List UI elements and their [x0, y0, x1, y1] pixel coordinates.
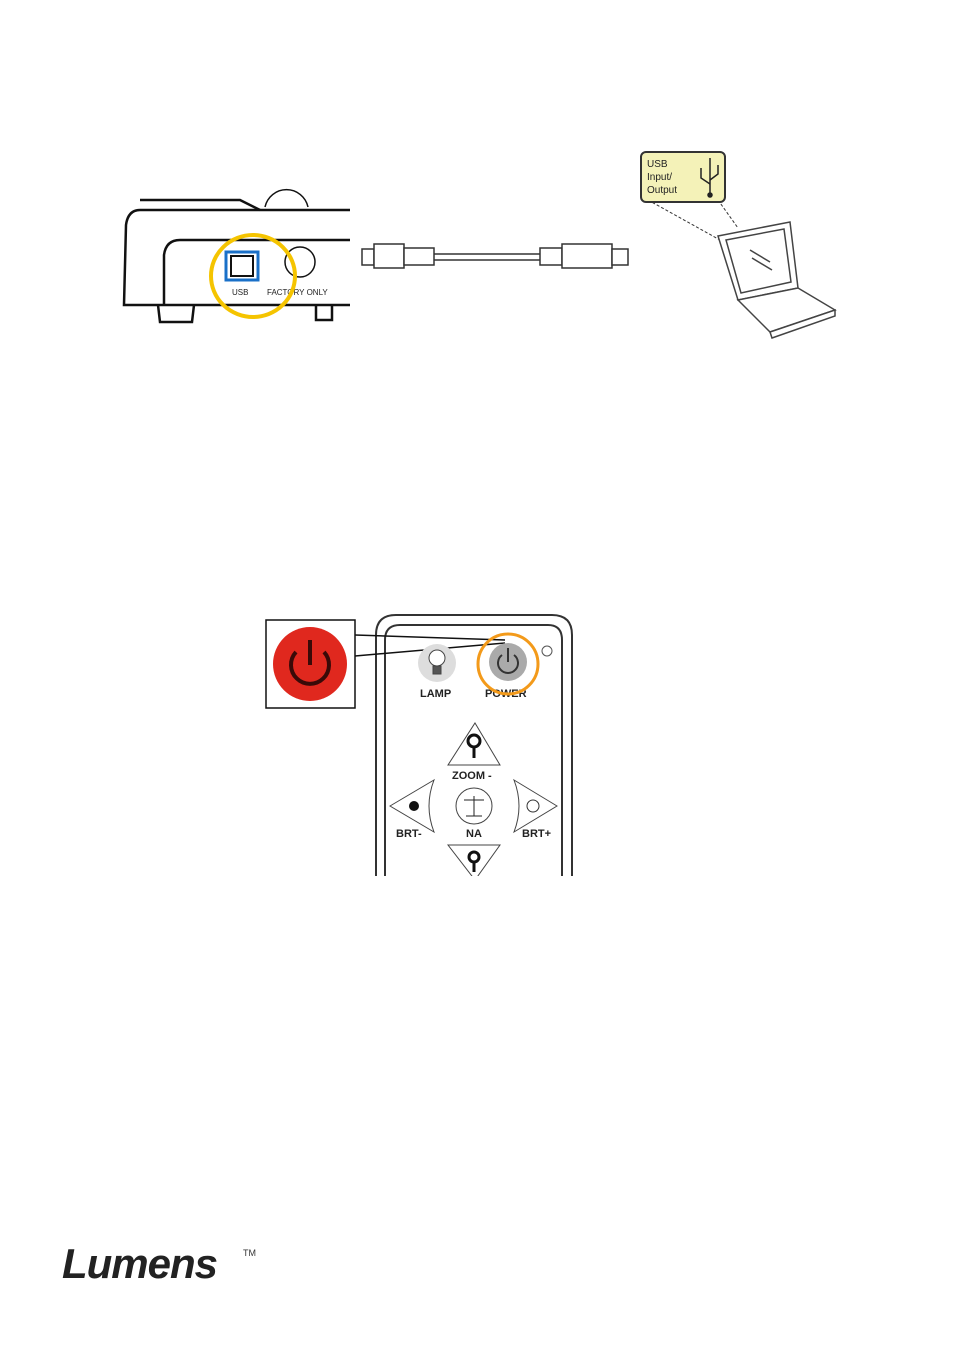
sun-dim-icon: [409, 801, 419, 811]
brt-minus-label: BRT-: [396, 828, 422, 840]
callout-output-text: Output: [647, 185, 677, 196]
brt-plus-label: BRT+: [522, 828, 551, 840]
brt-minus-button[interactable]: [389, 778, 435, 834]
usb-highlight-circle: [209, 233, 297, 319]
power-button[interactable]: [489, 643, 527, 681]
brt-plus-button[interactable]: [513, 778, 558, 834]
na-label: NA: [466, 828, 482, 840]
na-button[interactable]: [455, 787, 493, 825]
callout-input-text: Input/: [647, 172, 672, 183]
usb-cable-icon: [361, 243, 629, 269]
power-icon-enlarged: [273, 627, 347, 701]
remote-body: [375, 614, 573, 880]
balance-icon: [464, 796, 484, 817]
callout-usb-text: USB: [647, 159, 668, 170]
lightbulb-icon: [428, 649, 446, 675]
usb-symbol-icon: [700, 158, 719, 198]
zoom-minus-button[interactable]: [447, 722, 501, 766]
power-highlight-circle: [476, 632, 540, 696]
usb-callout: USB Input/ Output: [640, 151, 739, 241]
zoom-plus-button[interactable]: [446, 844, 501, 881]
lumens-logo: Lumens: [62, 1240, 218, 1287]
usb-port-label: USB: [232, 288, 248, 297]
factory-only-label: FACTORY ONLY: [267, 288, 328, 297]
lamp-button[interactable]: [418, 644, 456, 682]
device-illustration: [122, 188, 350, 324]
zoom-minus-label: ZOOM -: [452, 770, 492, 782]
trademark-mark: TM: [243, 1248, 256, 1258]
sun-bright-icon: [526, 799, 540, 813]
magnifier-icon: [466, 733, 482, 758]
lamp-label: LAMP: [420, 688, 451, 700]
magnifier-icon: [467, 850, 481, 872]
power-icon: [497, 648, 519, 674]
laptop-illustration: [717, 221, 837, 339]
